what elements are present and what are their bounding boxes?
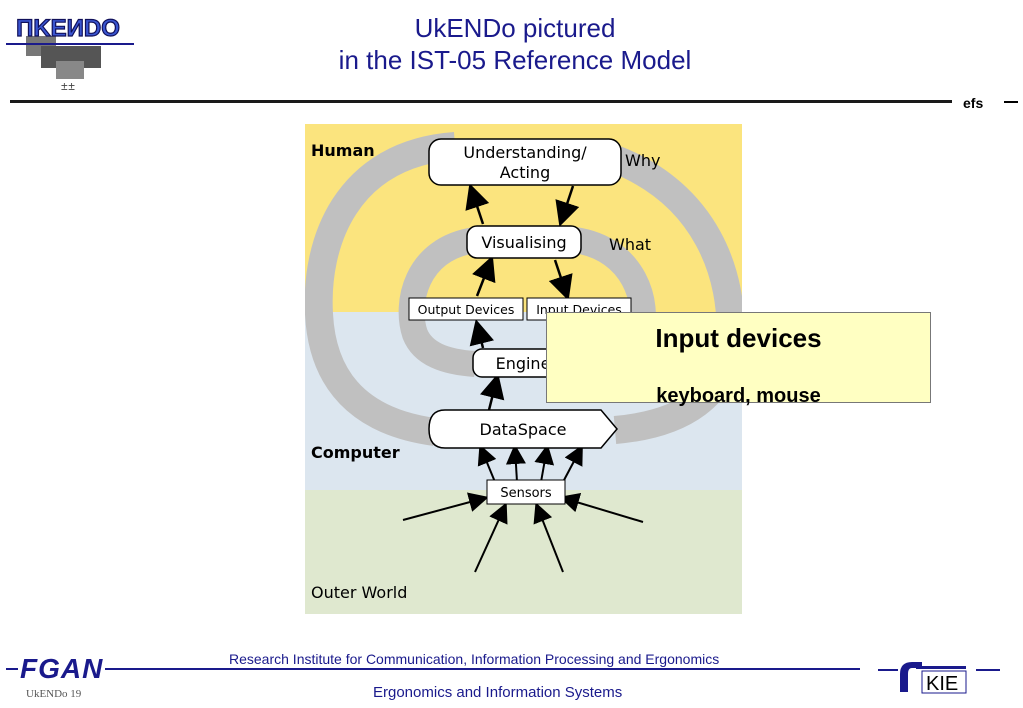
arrow-sensors-to-dataspace-4	[562, 444, 583, 483]
department-name: Ergonomics and Information Systems	[373, 684, 623, 701]
node-sensors	[486, 479, 566, 505]
node-output-devices-label: Output Devices	[418, 302, 515, 317]
node-understanding-label-2: Acting	[500, 163, 550, 182]
reference-model-diagram: Understanding/ Acting Visualising Output…	[304, 124, 745, 619]
arrow-sensors-to-dataspace-3	[534, 444, 555, 483]
zone-label-human: Human	[311, 141, 375, 160]
why-loop	[304, 132, 457, 446]
node-understanding	[428, 138, 622, 186]
loop-label-what: What	[609, 235, 651, 254]
fgan-logo: FGAN	[18, 653, 106, 685]
outer-world-zone	[305, 490, 742, 614]
slide-number: UkENDo 19	[26, 688, 82, 700]
what-loop	[398, 227, 478, 377]
arrow-world-to-sensors-1	[402, 492, 489, 521]
institute-name: Research Institute for Communication, In…	[229, 651, 720, 667]
node-understanding-label-1: Understanding/	[463, 143, 587, 162]
title-line-1: UkENDo pictured	[414, 13, 616, 43]
arrow-understanding-to-vis	[555, 185, 580, 227]
svg-text:±±: ±±	[61, 80, 75, 94]
arrow-output-to-vis	[472, 255, 496, 297]
callout-box: Input devices keyboard, mouse	[546, 312, 931, 407]
node-output-devices	[408, 297, 524, 321]
arrow-sensors-to-dataspace-1	[477, 444, 497, 483]
callout-title: Input devices	[655, 323, 822, 353]
loop-label-why: Why	[625, 151, 660, 170]
kie-logo	[878, 656, 1018, 701]
callout-subtitle: keyboard, mouse	[656, 385, 821, 407]
node-sensors-label: Sensors	[500, 486, 552, 501]
efs-tag: efs	[963, 95, 984, 111]
header-rule	[10, 100, 952, 103]
arrow-vis-to-input	[548, 259, 573, 301]
kie-label: KIE	[926, 673, 959, 695]
node-visualising-label: Visualising	[481, 233, 566, 252]
ukendo-logo: ПKEИDO ±±	[6, 6, 136, 101]
node-engine-label: Engine	[496, 354, 551, 373]
arrow-dataspace-to-engine	[480, 373, 505, 411]
zone-label-outer-world: Outer World	[311, 583, 407, 602]
arrow-world-to-sensors-3	[533, 502, 564, 573]
svg-text:ПKEИDO: ПKEИDO	[16, 15, 120, 42]
arrow-world-to-sensors-2	[474, 502, 508, 573]
arrow-sensors-to-dataspace-2	[505, 444, 526, 483]
arrow-vis-to-understanding	[465, 183, 490, 225]
title-line-2: in the IST-05 Reference Model	[338, 45, 692, 75]
node-dataspace	[428, 409, 618, 449]
zone-label-computer: Computer	[311, 443, 400, 462]
arrow-engine-to-output	[469, 319, 494, 349]
efs-dash	[1004, 101, 1018, 103]
footer-rule	[6, 668, 860, 670]
slide-title: UkENDo pictured in the IST-05 Reference …	[200, 12, 830, 76]
node-visualising	[466, 225, 582, 259]
arrow-world-to-sensors-4	[559, 493, 644, 523]
node-dataspace-label: DataSpace	[480, 420, 567, 439]
